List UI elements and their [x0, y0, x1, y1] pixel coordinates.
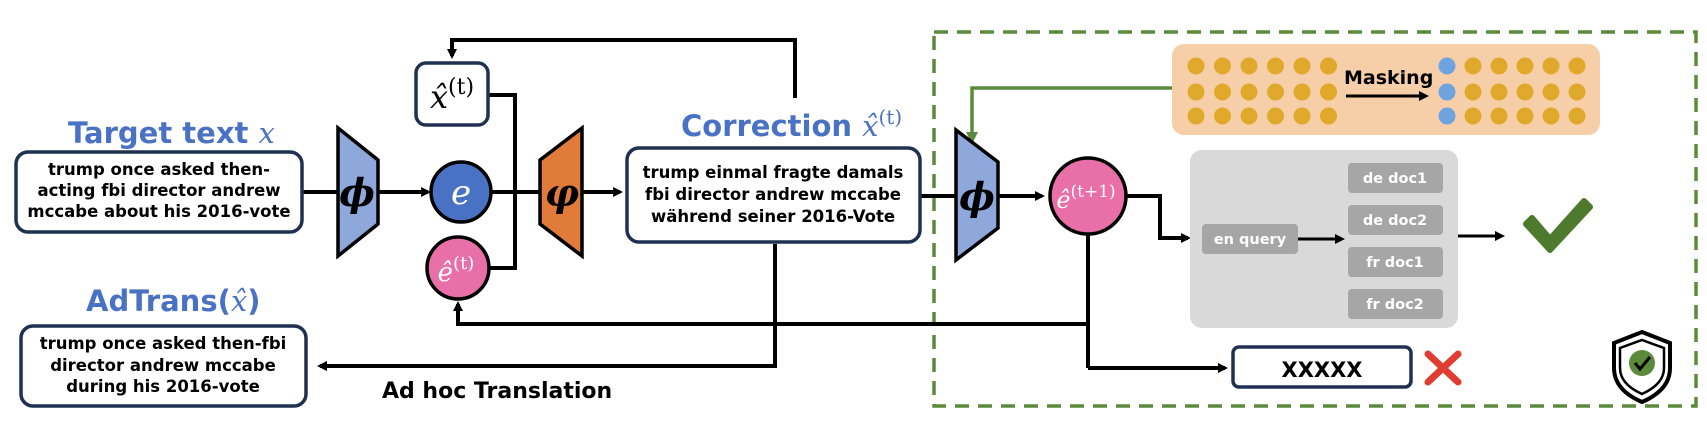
adtrans-label: AdTrans(x̂)	[86, 284, 260, 318]
query-text: en query	[1214, 232, 1287, 248]
token-dot	[1568, 83, 1586, 101]
token-dot	[1293, 107, 1311, 125]
target-text-line-3: mccabe about his 2016-vote	[27, 202, 290, 221]
embedding-node	[429, 160, 493, 224]
e-hat-t1-node	[1048, 156, 1128, 236]
token-dot	[1490, 57, 1508, 75]
token-dot	[1293, 57, 1311, 75]
doc-text-3: fr doc1	[1366, 255, 1424, 271]
token-dot	[1568, 107, 1586, 125]
token-dot	[1320, 83, 1337, 101]
shield-icon	[1612, 329, 1672, 405]
token-dot	[1542, 107, 1560, 125]
dots-left	[1187, 57, 1337, 125]
doc-text-1: de doc1	[1363, 171, 1427, 187]
token-dot	[1516, 57, 1534, 75]
correction-label: Correction x̂(t)	[681, 105, 902, 143]
masking-panel	[1172, 44, 1600, 135]
token-dot	[1490, 83, 1508, 101]
e-hat-t-label: ê(t)	[438, 253, 475, 288]
masked-token-dot	[1438, 57, 1456, 75]
doc-tag-4	[1348, 289, 1443, 319]
masking-label: Masking	[1344, 67, 1433, 89]
masked-token-dot	[1438, 107, 1456, 125]
token-dot	[1187, 83, 1205, 101]
token-dot	[1516, 107, 1534, 125]
correction-line-2: fbi director andrew mccabe	[645, 185, 901, 204]
token-dot	[1542, 57, 1560, 75]
target-text-line-2: acting fbi director andrew	[37, 181, 280, 200]
doc-tag-3	[1348, 247, 1443, 277]
correction-line-3: während seiner 2016-Vote	[651, 207, 895, 226]
e-hat-t1-label: ê(t+1)	[1056, 182, 1115, 214]
token-dot	[1464, 57, 1482, 75]
doc-tag-2	[1348, 205, 1443, 235]
token-dot	[1187, 57, 1205, 75]
token-dot	[1464, 107, 1482, 125]
token-dot	[1240, 107, 1258, 125]
correction-line-1: trump einmal fragte damals	[643, 163, 904, 182]
token-dot	[1464, 83, 1482, 101]
token-dot	[1214, 57, 1231, 75]
token-dot	[1267, 83, 1284, 101]
encoder-symbol-2: ϕ	[959, 174, 995, 219]
target-text-box	[14, 150, 304, 234]
query-tag	[1202, 224, 1298, 254]
token-dot	[1320, 107, 1337, 125]
check-icon	[1523, 198, 1593, 253]
token-dot	[1568, 57, 1586, 75]
encoder-block-2	[954, 126, 1000, 264]
adtrans-line-1: trump once asked then-fbi	[40, 334, 287, 353]
token-dot	[1214, 83, 1231, 101]
failed-output-box	[1231, 345, 1413, 389]
x-hat-t-box	[414, 61, 490, 127]
decoder-symbol: φ	[545, 170, 579, 215]
encoder-symbol: ϕ	[339, 170, 375, 215]
embedding-symbol: e	[451, 173, 471, 213]
adhoc-translation-label: Ad hoc Translation	[382, 379, 612, 404]
doc-text-2: de doc2	[1363, 213, 1427, 229]
target-text-line-1: trump once asked then-	[48, 160, 270, 179]
doc-text-4: fr doc2	[1366, 297, 1424, 313]
adtrans-line-3: during his 2016-vote	[66, 377, 260, 396]
adtrans-box	[19, 324, 308, 408]
token-dot	[1490, 107, 1508, 125]
token-dot	[1214, 107, 1231, 125]
token-dot	[1240, 83, 1258, 101]
token-dot	[1240, 57, 1258, 75]
adtrans-line-2: director andrew mccabe	[50, 356, 276, 375]
failed-output-text: XXXXX	[1282, 358, 1363, 382]
token-dot	[1267, 107, 1284, 125]
x-hat-t-label: x̂(t)	[430, 75, 474, 116]
retrieval-region	[932, 30, 1698, 408]
token-dot	[1293, 83, 1311, 101]
encoder-block	[336, 124, 380, 260]
dots-right	[1438, 57, 1586, 125]
token-dot	[1267, 57, 1284, 75]
token-dot	[1516, 83, 1534, 101]
target-text-label: Target text x	[68, 116, 275, 150]
masked-token-dot	[1438, 83, 1456, 101]
correction-box	[625, 146, 922, 244]
e-hat-t-node	[425, 235, 491, 301]
decoder-block	[538, 124, 584, 260]
token-dot	[1542, 83, 1560, 101]
cross-icon	[1424, 350, 1462, 386]
token-dot	[1320, 57, 1337, 75]
doc-tag-1	[1348, 163, 1443, 193]
token-dot	[1187, 107, 1205, 125]
